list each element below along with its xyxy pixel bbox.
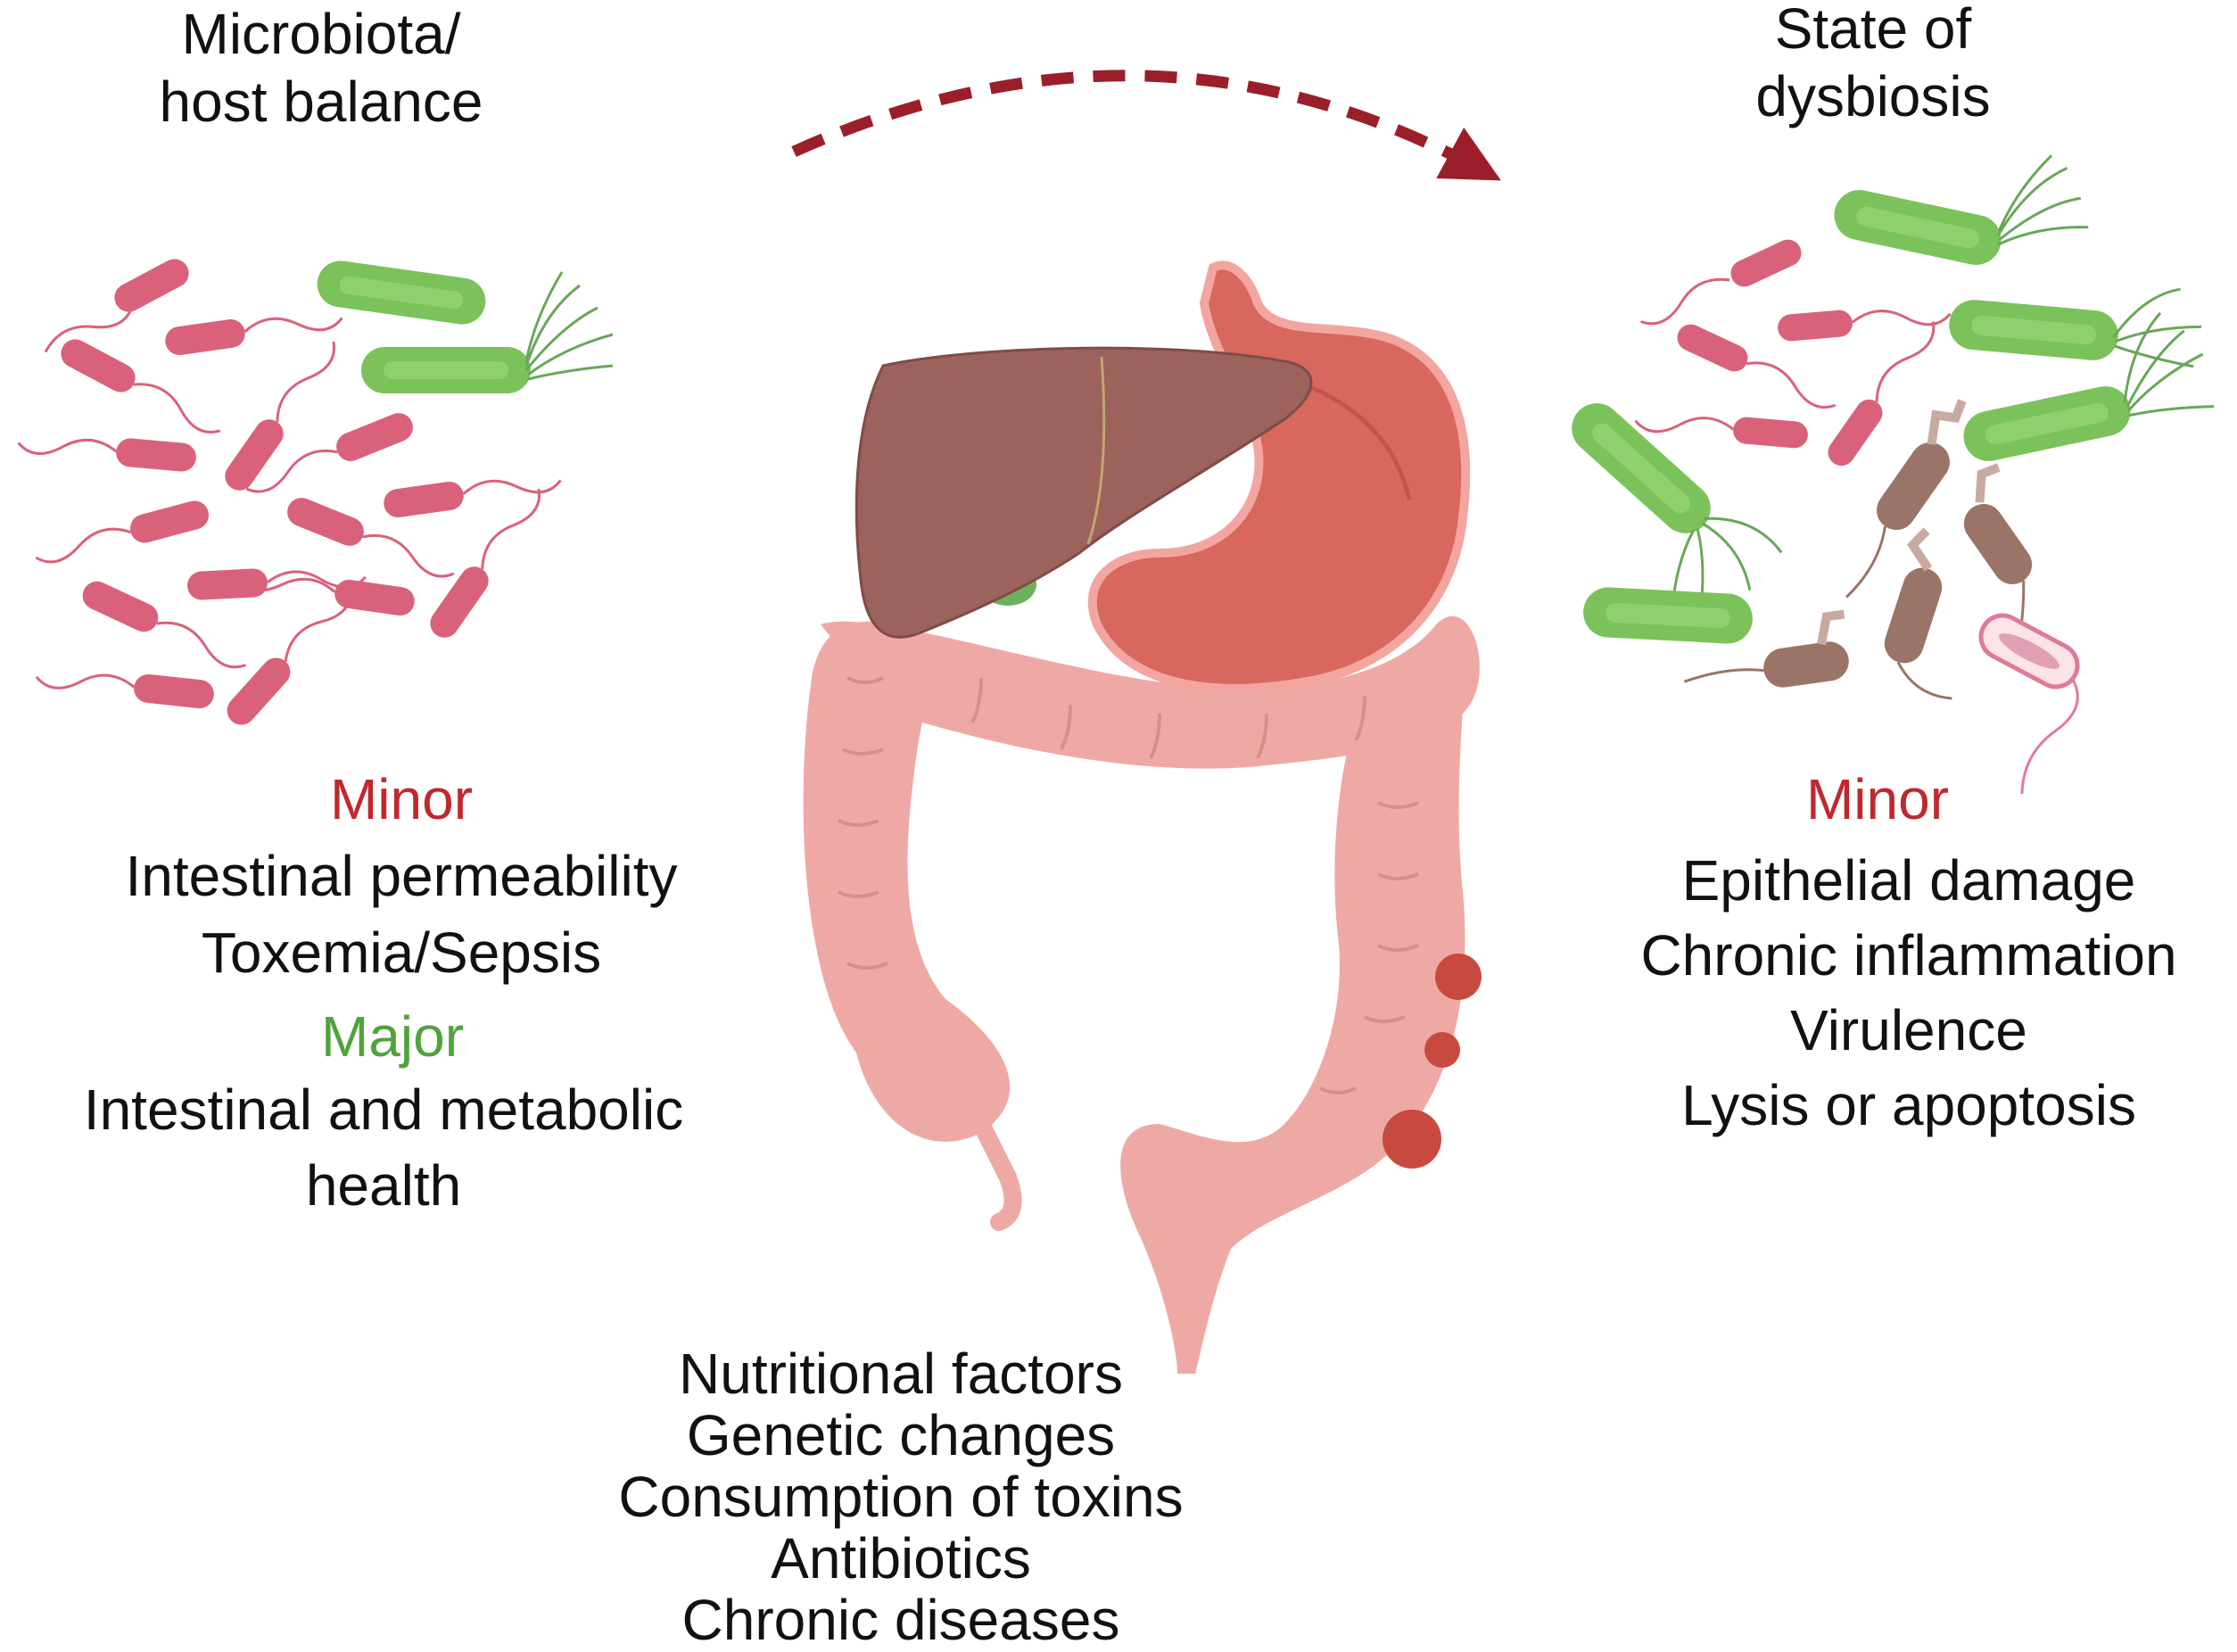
green-bacterium [361, 271, 614, 393]
left-minor-label: Minor [329, 767, 474, 831]
right-minor-label: Minor [1805, 767, 1950, 831]
pink-bacterium [236, 577, 415, 616]
right-minor-item: Virulence [1790, 998, 2027, 1062]
tumor-lesion [1424, 1032, 1460, 1068]
pink-bacterium [35, 673, 214, 709]
pink-bacterium [82, 581, 246, 669]
tumor-lesion [1383, 1110, 1441, 1169]
brown-bacterium [1683, 609, 1849, 688]
pink-bacterium [35, 500, 210, 564]
tumor-lesion [1435, 954, 1482, 1000]
green-bacterium [1572, 403, 1783, 607]
pink-bacterium [61, 339, 221, 434]
pink-bacterium [165, 317, 343, 356]
left-minor-item: Toxemia/Sepsis [201, 921, 602, 985]
pink-bacterium [1677, 324, 1837, 409]
dysbiosis-title: State of dysbiosis [1695, 0, 2051, 125]
pink-bacterium [44, 259, 189, 353]
brown-bacterium [1884, 527, 1952, 700]
pink-bacterium [225, 341, 336, 491]
factor-item: Genetic changes [686, 1403, 1116, 1467]
digestive-organs [803, 260, 1482, 1374]
factor-item: Consumption of toxins [618, 1465, 1184, 1529]
balanced-bacteria-cluster [17, 259, 614, 725]
pink-bacterium [1640, 239, 1802, 326]
liver [854, 346, 1313, 639]
balance-title-line1: Microbiota/ [181, 2, 461, 66]
pink-bacterium [287, 498, 455, 578]
pink-bacterium [384, 479, 562, 518]
balance-title: Microbiota/ host balance [125, 5, 517, 130]
balance-title-line2: host balance [159, 70, 483, 134]
left-major-item: Intestinal and metabolic [83, 1078, 684, 1142]
right-minor-item: Lysis or apoptosis [1681, 1073, 2136, 1137]
transition-arrow [791, 70, 1501, 181]
dysbiosis-title-line1: State of [1774, 0, 1972, 61]
pink-bacterium [17, 438, 196, 472]
factor-item: Chronic diseases [681, 1588, 1120, 1652]
green-bacterium [317, 260, 486, 325]
green-bacterium [1949, 287, 2202, 368]
dysbiosis-bacteria-cluster [1572, 154, 2215, 794]
green-bacterium [1834, 154, 2089, 265]
right-minor-item: Chronic inflammation [1640, 923, 2177, 987]
pink-bacterium [1634, 417, 1808, 449]
left-major-item: health [305, 1153, 462, 1218]
large-intestine [803, 615, 1482, 1374]
brown-bacterium [1845, 399, 1967, 599]
green-bacterium [1963, 311, 2215, 461]
left-major-label: Major [320, 1004, 465, 1069]
pink-bacterium [245, 413, 413, 493]
factor-item: Nutritional factors [679, 1342, 1123, 1406]
right-minor-item: Epithelial damage [1681, 848, 2136, 913]
left-minor-item: Intestinal permeability [125, 844, 678, 908]
pink-bacterium [227, 588, 353, 725]
pink-bacterium [430, 488, 541, 638]
dysbiosis-title-line2: dysbiosis [1755, 64, 1991, 128]
green-bacterium [1583, 587, 1753, 644]
lysed-bacterium [1978, 613, 2080, 794]
pink-bacterium [1778, 310, 1952, 342]
pink-bacterium [1828, 321, 1936, 467]
factor-item: Antibiotics [771, 1526, 1031, 1590]
